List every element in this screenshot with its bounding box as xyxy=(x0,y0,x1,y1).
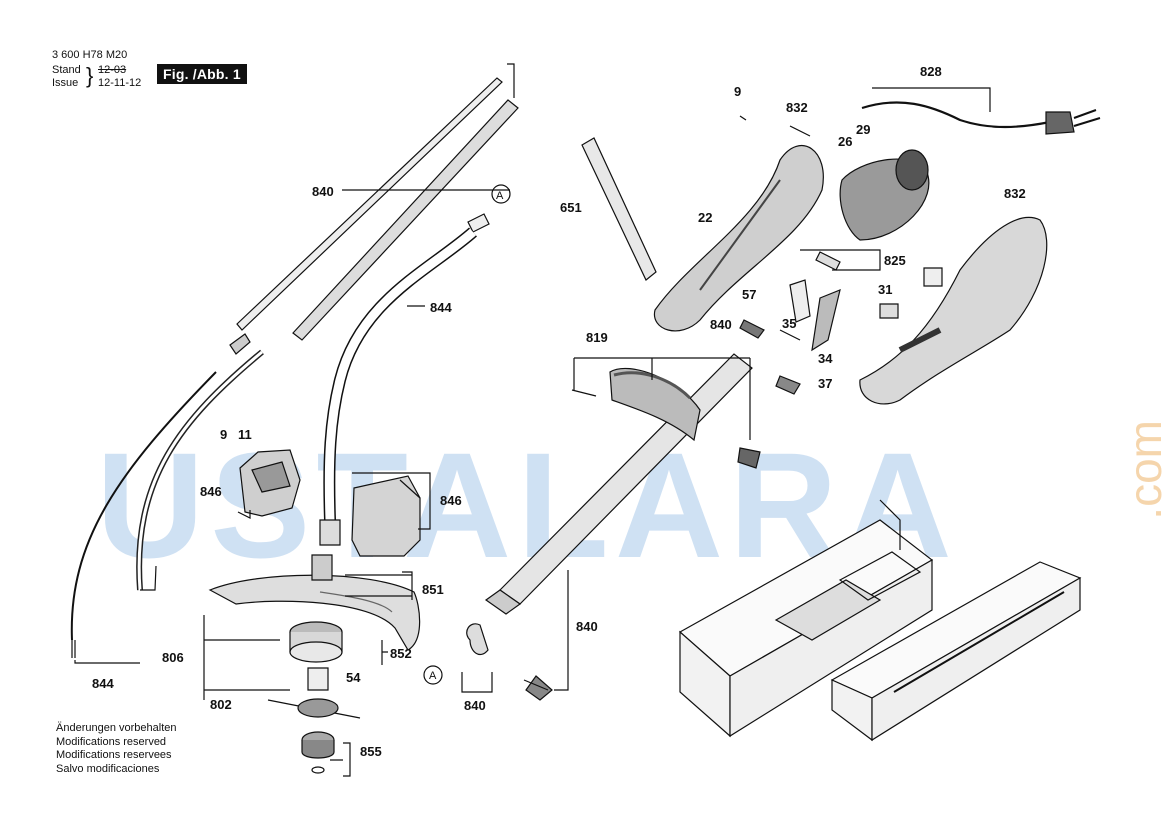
marker-circle-top xyxy=(491,184,511,204)
callout-9-mid: 9 xyxy=(220,427,227,442)
callout-57: 57 xyxy=(742,287,756,302)
callout-825: 825 xyxy=(884,253,906,268)
callout-846-left: 846 xyxy=(200,484,222,499)
guard-851 xyxy=(208,554,421,651)
marker-circle-bottom xyxy=(423,665,443,685)
cable-828 xyxy=(861,87,1101,135)
aux-handle-819 xyxy=(571,357,761,469)
spool-assembly xyxy=(203,615,388,777)
figure-label: Fig. /Abb. 1 xyxy=(157,64,247,84)
stand-label: Stand xyxy=(52,64,81,76)
callout-806: 806 xyxy=(162,650,184,665)
callout-844-bottom: 844 xyxy=(92,676,114,691)
callout-35: 35 xyxy=(782,316,796,331)
callout-22: 22 xyxy=(698,210,712,225)
stand-value: 12-03 xyxy=(98,64,127,76)
callout-840-right: 840 xyxy=(576,619,598,634)
callout-54: 54 xyxy=(346,670,361,685)
flex-shaft-left xyxy=(70,349,264,664)
note-line: Salvo modificaciones xyxy=(56,762,160,775)
curved-shaft-844 xyxy=(319,213,490,546)
packaging-box-right xyxy=(830,561,1082,742)
note-line: Änderungen vorbehalten xyxy=(56,722,177,734)
callout-828: 828 xyxy=(920,64,942,79)
handle-housing-832-left xyxy=(581,115,824,332)
callout-A-bottom: A xyxy=(429,670,437,682)
callout-11: 11 xyxy=(238,427,252,442)
motor-825 xyxy=(739,149,930,339)
callout-840-bottom: 840 xyxy=(464,698,486,713)
callout-840-top: 840 xyxy=(312,184,334,199)
callout-855: 855 xyxy=(360,744,382,759)
callout-29: 29 xyxy=(856,122,870,137)
notes-block: Änderungen vorbehalten Modifications res… xyxy=(56,722,176,776)
shaft-tube-upper xyxy=(229,63,519,355)
callout-840-mid: 840 xyxy=(710,317,732,332)
note-line: Modifications reservees xyxy=(56,749,172,761)
callout-832-left: 832 xyxy=(786,100,808,115)
issue-value: 12-11-12 xyxy=(98,77,142,89)
callout-26: 26 xyxy=(838,134,852,149)
part-number: 3 600 H78 M20 xyxy=(52,49,128,61)
callout-A-top: A xyxy=(496,190,504,202)
packaging-box-left xyxy=(678,499,934,738)
gear-housing-846 xyxy=(237,449,431,557)
callout-851: 851 xyxy=(422,582,444,597)
callout-852: 852 xyxy=(390,646,412,661)
callout-34: 34 xyxy=(818,351,833,366)
handle-housing-832-right xyxy=(775,216,1048,405)
brace-glyph: } xyxy=(86,63,94,88)
callout-819: 819 xyxy=(586,330,608,345)
callout-651: 651 xyxy=(560,200,582,215)
callout-832-right: 832 xyxy=(1004,186,1026,201)
callout-802: 802 xyxy=(210,697,232,712)
callout-844-top: 844 xyxy=(430,300,452,315)
issue-label: Issue xyxy=(52,77,79,89)
callout-37: 37 xyxy=(818,376,832,391)
callout-9-top: 9 xyxy=(734,84,741,99)
callout-846-right: 846 xyxy=(440,493,462,508)
note-line: Modifications reserved xyxy=(56,735,167,748)
callout-31: 31 xyxy=(878,282,892,297)
